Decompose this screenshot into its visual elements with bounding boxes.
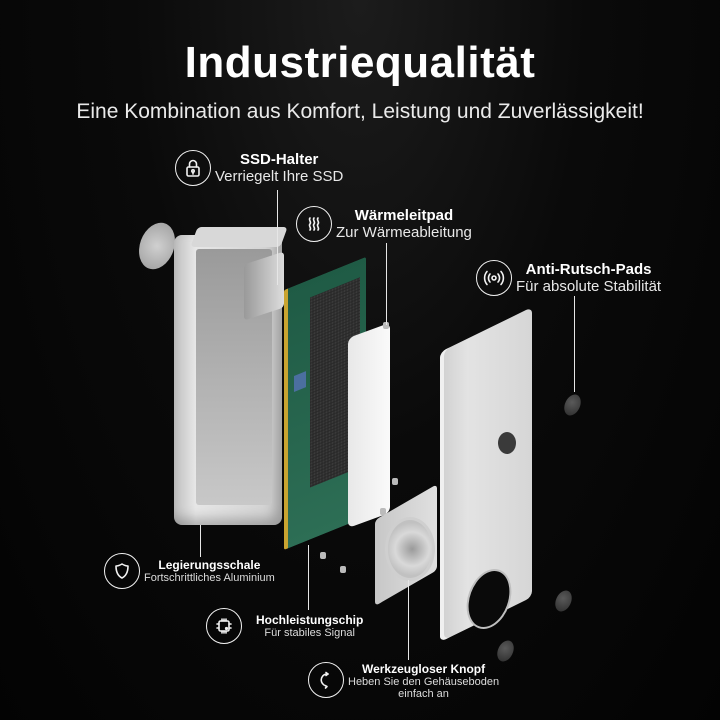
leader-line-ssd-halter [277, 190, 278, 285]
alloy-shell-rim [190, 227, 288, 247]
callout-title: Legierungsschale [158, 558, 261, 572]
leader-line-waermeleitpad [386, 243, 387, 325]
callout-hochleistungschip: Hochleistungschip Für stabiles Signal [206, 608, 363, 644]
callout-werkzeugloser-knopf: Werkzeugloser Knopf Heben Sie den Gehäus… [308, 662, 499, 700]
callout-subtitle: Heben Sie den Gehäuseboden [348, 676, 500, 688]
toolless-knob [388, 520, 432, 578]
leader-line-anti-rutsch [574, 296, 575, 392]
callout-subtitle: Fortschrittliches Aluminium [144, 572, 275, 584]
leader-line-knopf [408, 580, 409, 660]
callout-title: Werkzeugloser Knopf [361, 662, 486, 676]
callout-subtitle: Verriegelt Ihre SSD [215, 168, 344, 185]
callout-title: Anti-Rutsch-Pads [525, 261, 652, 278]
vibration-icon [476, 260, 512, 296]
callout-title: SSD-Halter [240, 151, 319, 168]
chip-icon [206, 608, 242, 644]
screw [383, 322, 389, 329]
leader-line-hochleistungschip [308, 545, 309, 610]
lock-icon [175, 150, 211, 186]
callout-subtitle: Für stabiles Signal [264, 627, 355, 639]
callout-legierungsschale: Legierungsschale Fortschrittliches Alumi… [104, 553, 275, 589]
callout-title: Wärmeleitpad [354, 207, 454, 224]
callout-subtitle: Zur Wärmeableitung [336, 224, 472, 241]
callout-ssd-halter: SSD-Halter Verriegelt Ihre SSD [175, 150, 343, 186]
screw [392, 478, 398, 485]
callout-title: Hochleistungschip [256, 613, 364, 627]
screw [380, 508, 386, 515]
screw [340, 566, 346, 573]
callout-waermeleitpad: Wärmeleitpad Zur Wärmeableitung [296, 206, 472, 242]
callout-subtitle-line2: einfach an [398, 688, 449, 700]
page-title: Industriequalität [184, 38, 536, 87]
callout-subtitle: Für absolute Stabilität [516, 278, 662, 295]
pcb-component [294, 371, 306, 392]
rotate-icon [308, 662, 344, 698]
shield-icon [104, 553, 140, 589]
leader-line-legierungsschale [200, 525, 201, 557]
screw [320, 552, 326, 559]
callout-anti-rutsch-pads: Anti-Rutsch-Pads Für absolute Stabilität [476, 260, 661, 296]
heat-waves-icon [296, 206, 332, 242]
lid-small-hole [498, 432, 516, 454]
page-subtitle: Eine Kombination aus Komfort, Leistung u… [76, 100, 644, 123]
thermal-pad [348, 322, 390, 528]
